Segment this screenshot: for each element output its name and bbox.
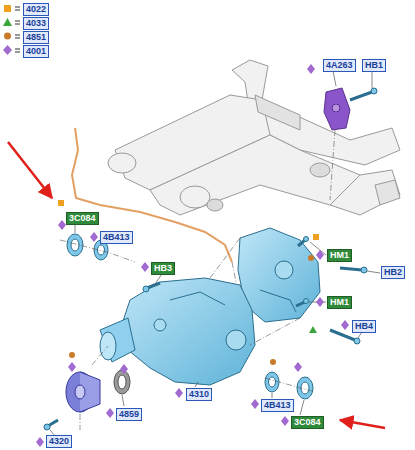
alignment-lines <box>60 130 335 430</box>
bolts <box>143 237 367 345</box>
bolt-callout: HM1 <box>327 296 352 309</box>
differential-housing <box>100 278 255 385</box>
part-callout: 4A263 <box>323 59 356 72</box>
callout-number: HM1 <box>330 250 349 260</box>
callout-number: 4859 <box>119 409 139 419</box>
part-callout: 3C084 <box>66 212 99 225</box>
mount-bracket <box>324 88 377 130</box>
callout-number: 4B413 <box>103 232 130 242</box>
callout-number: 4320 <box>49 436 69 446</box>
part-callout: 4310 <box>186 388 212 401</box>
part-callout: 4B413 <box>261 399 294 412</box>
callout-number: HB4 <box>355 321 373 331</box>
callout-number: 4A263 <box>326 60 353 70</box>
legend-entry: 4033 <box>23 17 49 30</box>
legend-entry: 4001 <box>23 45 49 58</box>
callout-number: 3C084 <box>294 417 321 427</box>
bolt-callout: HB2 <box>381 266 405 279</box>
wire-harness <box>72 128 232 262</box>
legend-entry: 4851 <box>23 31 49 44</box>
bolt-callout: HB1 <box>362 59 386 72</box>
callout-number: HM1 <box>330 297 349 307</box>
subframe <box>108 60 400 215</box>
callout-number: 4310 <box>189 389 209 399</box>
bolt-callout: HM1 <box>327 249 352 262</box>
part-callout: 4B413 <box>100 231 133 244</box>
red-arrows <box>8 142 385 428</box>
callout-number: HB3 <box>154 263 172 273</box>
legend-symbols <box>3 5 20 55</box>
legend-entry: 4022 <box>23 3 49 16</box>
callout-number: 4B413 <box>264 400 291 410</box>
part-callout: 3C084 <box>291 416 324 429</box>
pinion-flange <box>44 372 100 430</box>
seals <box>67 234 313 399</box>
callout-number: HB1 <box>365 60 383 70</box>
bolt-callout: HB4 <box>352 320 376 333</box>
callout-number: 3C084 <box>69 213 96 223</box>
part-callout: 4320 <box>46 435 72 448</box>
part-callout: 4859 <box>116 408 142 421</box>
bolt-callout: HB3 <box>151 262 175 275</box>
callout-number: HB2 <box>384 267 402 277</box>
callout-symbols <box>36 64 349 447</box>
leader-lines <box>50 71 380 436</box>
